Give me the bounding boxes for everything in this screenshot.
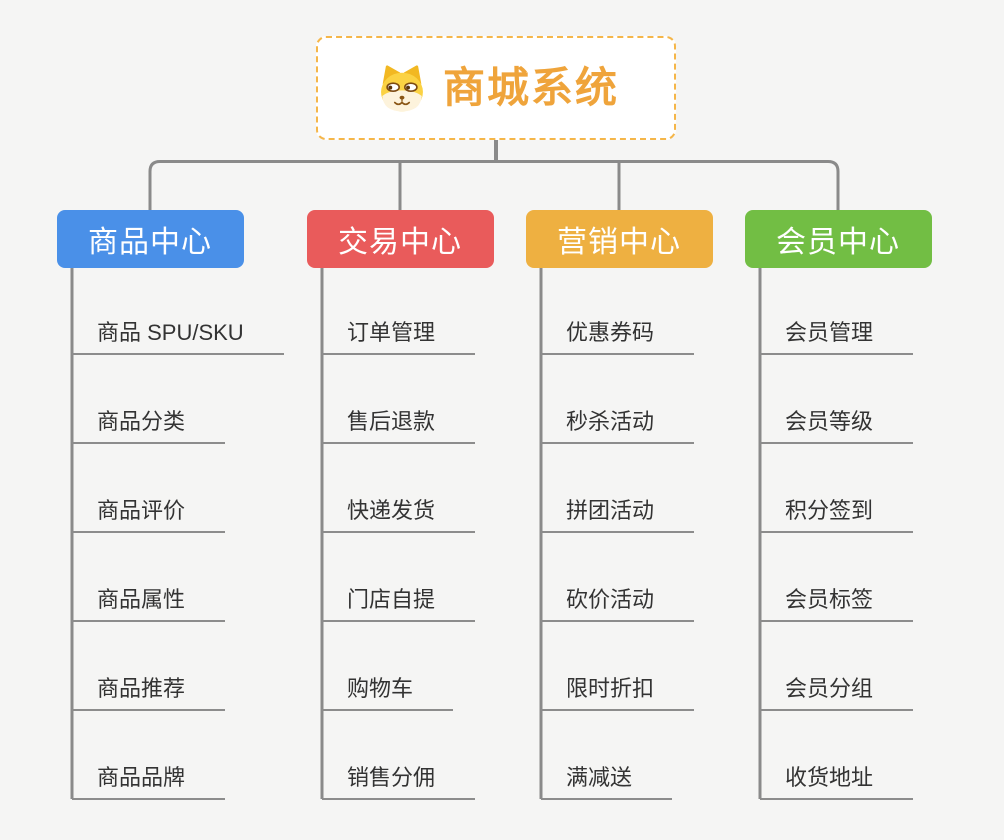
leaf-label: 会员分组 (785, 676, 874, 701)
leaf-label: 限时折扣 (566, 676, 655, 701)
branch-label: 营销中心 (557, 226, 681, 259)
leaf-node-3-0[interactable]: 会员管理 (760, 319, 914, 355)
leaf-node-2-2[interactable]: 拼团活动 (541, 497, 695, 533)
leaf-label: 优惠券码 (566, 320, 655, 345)
leaf-label: 商品属性 (97, 587, 186, 612)
leaf-node-2-3[interactable]: 砍价活动 (541, 586, 695, 622)
leaf-label: 商品评价 (97, 498, 186, 523)
leaf-label: 积分签到 (785, 498, 874, 523)
leaf-label: 售后退款 (347, 409, 436, 434)
leaf-node-2-1[interactable]: 秒杀活动 (541, 408, 695, 444)
leaf-label: 满减送 (566, 765, 633, 790)
leaf-node-1-2[interactable]: 快递发货 (322, 497, 476, 533)
branch-label: 交易中心 (338, 226, 462, 259)
leaf-node-0-3[interactable]: 商品属性 (72, 586, 226, 622)
leaf-label: 购物车 (347, 676, 414, 701)
leaf-node-0-1[interactable]: 商品分类 (72, 408, 226, 444)
leaf-label: 商品 SPU/SKU (97, 320, 244, 345)
leaf-node-1-3[interactable]: 门店自提 (322, 586, 476, 622)
leaf-label: 快递发货 (347, 498, 436, 523)
leaf-node-0-4[interactable]: 商品推荐 (72, 675, 226, 711)
leaf-node-1-4[interactable]: 购物车 (322, 675, 454, 711)
leaf-label: 会员标签 (785, 587, 874, 612)
leaf-label: 商品分类 (97, 409, 186, 434)
leaf-label: 商品品牌 (97, 765, 186, 790)
leaf-node-2-5[interactable]: 满减送 (541, 764, 673, 800)
leaf-label: 会员管理 (785, 320, 874, 345)
leaf-label: 会员等级 (785, 409, 874, 434)
leaf-label: 秒杀活动 (566, 409, 655, 434)
leaf-node-0-2[interactable]: 商品评价 (72, 497, 226, 533)
leaf-label: 订单管理 (347, 320, 436, 345)
branch-node-0[interactable]: 商品中心 (56, 210, 244, 268)
leaf-label: 销售分佣 (347, 765, 436, 790)
leaf-node-3-2[interactable]: 积分签到 (760, 497, 914, 533)
branch-node-1[interactable]: 交易中心 (306, 210, 494, 268)
leaf-node-0-0[interactable]: 商品 SPU/SKU (72, 319, 284, 355)
leaf-node-0-5[interactable]: 商品品牌 (72, 764, 226, 800)
leaf-label: 砍价活动 (566, 587, 655, 612)
leaf-node-2-4[interactable]: 限时折扣 (541, 675, 695, 711)
branch-node-3[interactable]: 会员中心 (744, 210, 932, 268)
leaf-label: 商品推荐 (97, 676, 186, 701)
leaf-node-1-1[interactable]: 售后退款 (322, 408, 476, 444)
leaf-label: 门店自提 (347, 587, 436, 612)
dog-face-icon (373, 60, 431, 116)
root-title: 商城系统 (442, 64, 619, 111)
leaf-node-3-3[interactable]: 会员标签 (760, 586, 914, 622)
leaf-node-1-5[interactable]: 销售分佣 (322, 764, 476, 800)
branch-label: 会员中心 (776, 226, 900, 259)
branch-label: 商品中心 (88, 226, 212, 259)
root-node[interactable]: 商城系统 (316, 36, 676, 140)
leaf-label: 拼团活动 (566, 498, 655, 523)
leaf-label: 收货地址 (785, 765, 874, 790)
leaf-node-3-5[interactable]: 收货地址 (760, 764, 914, 800)
leaf-node-1-0[interactable]: 订单管理 (322, 319, 476, 355)
leaf-node-3-1[interactable]: 会员等级 (760, 408, 914, 444)
branch-node-2[interactable]: 营销中心 (525, 210, 713, 268)
leaf-node-2-0[interactable]: 优惠券码 (541, 319, 695, 355)
leaf-node-3-4[interactable]: 会员分组 (760, 675, 914, 711)
